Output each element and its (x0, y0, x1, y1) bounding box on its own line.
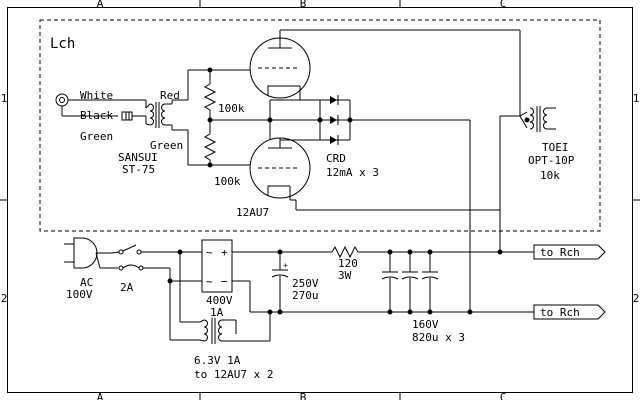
junction-dot (267, 309, 273, 315)
to-rch-label-2: to Rch (540, 306, 580, 319)
row-label-2-right: 2 (633, 292, 640, 305)
wire-red-label: Red (160, 89, 180, 102)
junction-dot (467, 309, 473, 315)
input-transformer-brand: SANSUI (118, 151, 158, 164)
wire (95, 252, 101, 269)
junction-dot (207, 67, 213, 73)
svg-text:+: + (283, 261, 288, 270)
crd-diode-2-icon (330, 115, 339, 125)
wire (199, 339, 205, 342)
crd-diode-3-icon (330, 135, 339, 145)
junction-dot (347, 117, 353, 123)
output-transformer-model: OPT-10P (528, 154, 575, 167)
junction-dot (277, 309, 283, 315)
tube-bottom-icon (249, 137, 311, 199)
col-label-b-bottom: B (300, 391, 307, 400)
to-rch-label-1: to Rch (540, 246, 580, 259)
cap-bank (381, 249, 439, 315)
junction-dot (277, 249, 283, 255)
grid-resistor-top-icon (203, 83, 217, 111)
ac-name: AC (80, 276, 93, 289)
col-label-a-bottom: A (97, 391, 104, 400)
wire-green-label: Green (80, 130, 113, 143)
power-switch-icon (118, 244, 142, 255)
svg-text:−: − (221, 275, 228, 288)
ground-icon (121, 111, 133, 121)
ac-plug-icon (64, 237, 98, 269)
grid-resistor-bottom-icon (203, 133, 217, 161)
svg-text:~: ~ (206, 246, 213, 259)
svg-text:~: ~ (206, 275, 213, 288)
fuse-icon (118, 264, 144, 271)
junction-dot (497, 249, 503, 255)
heater-rating: 6.3V 1A (194, 354, 241, 367)
bridge-rectifier-icon: ~ + ~ − (201, 239, 233, 293)
resistor-bottom-value: 100k (214, 175, 241, 188)
tube-label: 12AU7 (236, 206, 269, 219)
input-transformer-icon (149, 102, 166, 128)
cap-bank-capacitance: 820u x 3 (412, 331, 465, 344)
wire-green2-label: Green (150, 139, 183, 152)
junction-dot (524, 117, 530, 123)
svg-text:+: + (221, 246, 228, 259)
col-label-b-top: B (300, 0, 307, 10)
wire-white-label: White (80, 89, 113, 102)
to-rch-arrow-2 (528, 304, 606, 320)
crd-value: 12mA x 3 (326, 166, 379, 179)
input-transformer-model: ST-75 (122, 163, 155, 176)
col-label-a-top: A (97, 0, 104, 10)
wire (145, 103, 151, 109)
wire (145, 123, 151, 126)
series-resistor-value: 120 (338, 257, 358, 270)
fuse-label: 2A (120, 281, 134, 294)
row-label-1-right: 1 (633, 92, 640, 105)
junction-dot (267, 117, 273, 123)
output-transformer-icon (529, 106, 548, 132)
series-resistor-watt: 3W (338, 269, 352, 282)
wire-black-label: Black (80, 109, 113, 122)
filter-capacitor-1-icon: + (271, 261, 289, 278)
wire (111, 251, 120, 254)
cap1-voltage: 250V (292, 277, 319, 290)
wire (519, 115, 528, 129)
ac-voltage: 100V (66, 288, 93, 301)
heater-transformer-icon (203, 318, 223, 344)
row-label-2-left: 2 (1, 292, 8, 305)
col-label-c-top: C (500, 0, 507, 10)
to-rch-arrow-1 (528, 244, 606, 260)
junction-dot (317, 117, 323, 123)
lch-block-border (39, 19, 601, 232)
bridge-voltage: 400V (206, 294, 233, 307)
resistor-top-value: 100k (218, 102, 245, 115)
outer-border (7, 7, 633, 393)
row-label-1-left: 1 (1, 92, 8, 105)
channel-label: Lch (50, 36, 75, 52)
crd-diode-1-icon (330, 95, 339, 105)
cap-bank-voltage: 160V (412, 318, 439, 331)
heater-target: to 12AU7 x 2 (194, 368, 273, 381)
wire (199, 319, 205, 323)
output-transformer-brand: TOEI (542, 141, 569, 154)
wire (519, 111, 528, 117)
junction-dot (207, 162, 213, 168)
input-jack-icon (55, 93, 69, 107)
bridge-current: 1A (210, 306, 224, 319)
cap1-capacitance: 270u (292, 289, 319, 302)
col-label-c-bottom: C (500, 391, 507, 400)
series-resistor-icon (331, 245, 359, 259)
crd-name: CRD (326, 152, 346, 165)
output-transformer-impedance: 10k (540, 169, 560, 182)
